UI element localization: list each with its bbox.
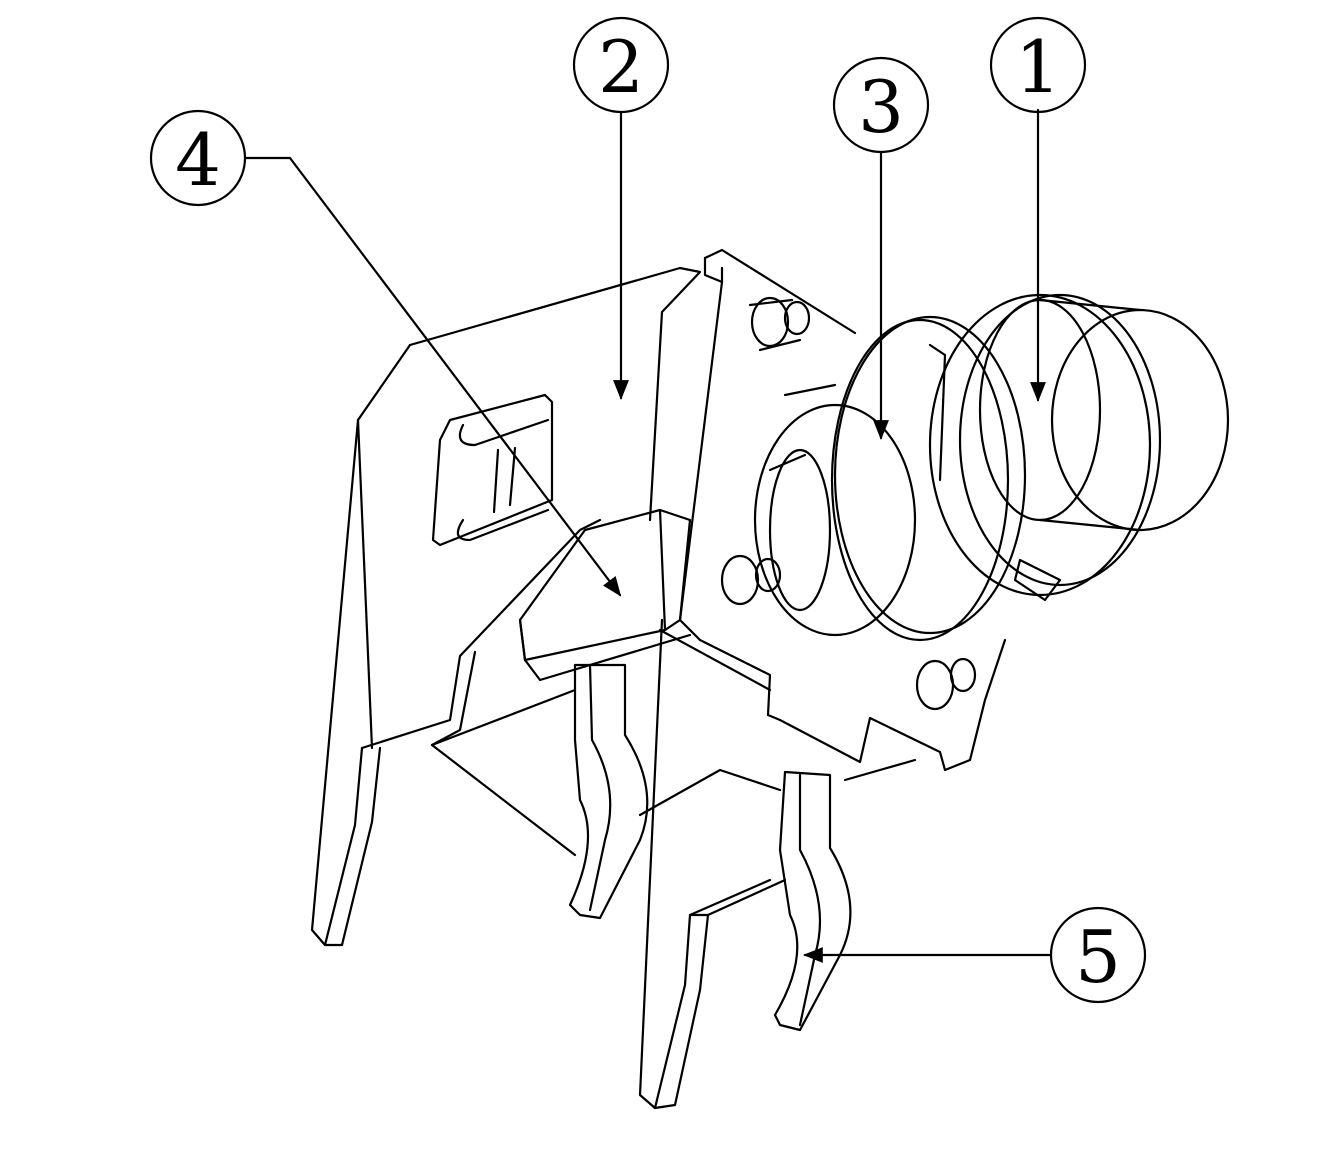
- callout-1: 1: [989, 16, 1087, 114]
- front-face-plate: [658, 248, 1007, 772]
- base-body: [518, 508, 692, 682]
- bracket-slot: [431, 393, 554, 547]
- callout-5: 5: [1049, 906, 1147, 1004]
- callout-3-label: 3: [858, 65, 904, 149]
- callout-4-label: 4: [175, 118, 221, 202]
- leader-lines: [244, 108, 1052, 963]
- callout-5-label: 5: [1075, 915, 1121, 999]
- rivet-top: [748, 296, 811, 352]
- terminal-pin-right: [773, 770, 852, 1032]
- button-cap: [978, 298, 1230, 602]
- switch-housing: [753, 383, 917, 637]
- callout-2-label: 2: [598, 25, 644, 109]
- collar-ring: [830, 315, 1027, 642]
- knob-base-ring: [928, 293, 1162, 597]
- callout-2: 2: [572, 16, 670, 114]
- bracket-side-plate: [310, 266, 702, 947]
- leader-4: [244, 156, 622, 597]
- callout-3: 3: [832, 56, 930, 154]
- rivet-bottom: [915, 657, 977, 711]
- callout-1-label: 1: [1015, 25, 1061, 109]
- underside-plate: [430, 688, 917, 857]
- bracket-leg-right: [638, 618, 787, 1110]
- rivet-left: [720, 554, 782, 606]
- callout-4: 4: [149, 109, 247, 207]
- terminal-pin-left: [568, 663, 649, 920]
